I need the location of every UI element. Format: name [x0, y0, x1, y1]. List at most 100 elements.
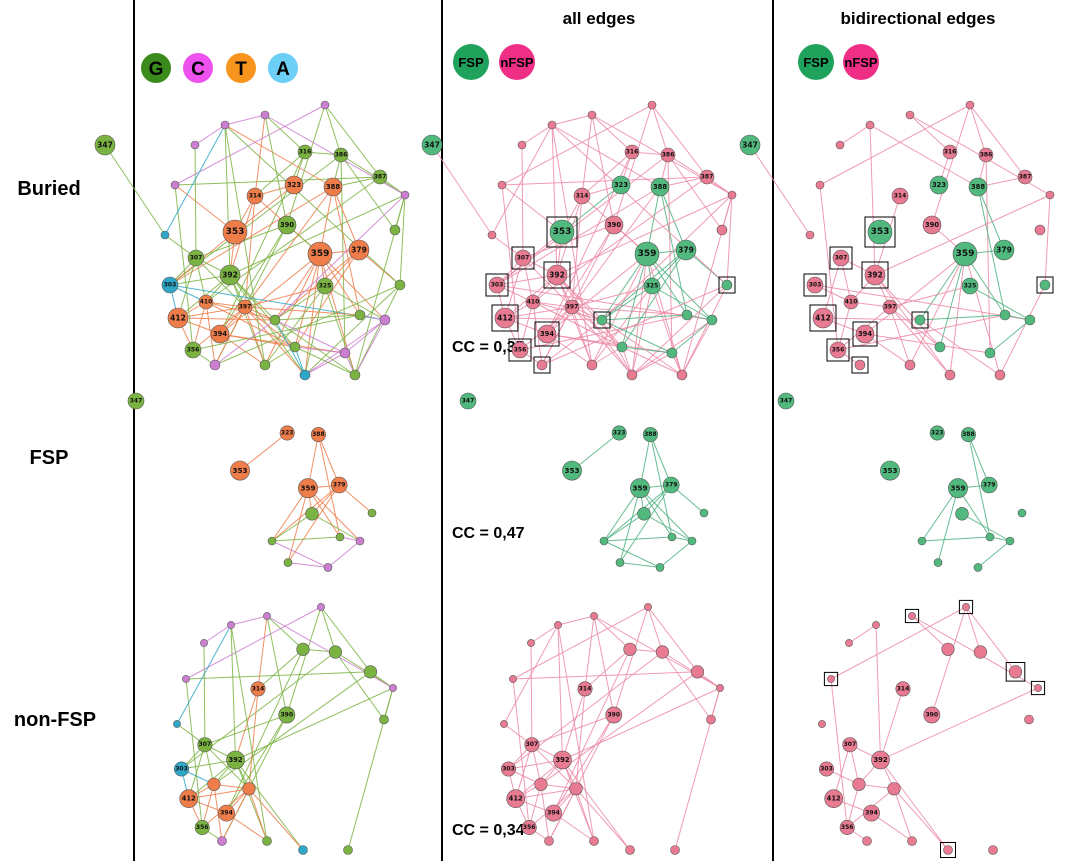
network-edge [104, 144, 166, 236]
network-node [587, 110, 597, 120]
network-node [864, 264, 886, 286]
node-label: 356 [187, 347, 200, 354]
network-node [625, 845, 635, 855]
network-edge [248, 688, 259, 789]
network-edge [294, 249, 360, 348]
network-node [862, 836, 872, 846]
node-label: 379 [983, 482, 996, 489]
network-node [305, 507, 319, 521]
network-edge [327, 540, 361, 568]
network-edge [399, 194, 406, 286]
network-edge [643, 513, 693, 542]
node-label: 359 [311, 249, 330, 259]
network-node [310, 427, 326, 443]
network-edge [541, 284, 728, 366]
network-edge [254, 114, 266, 197]
highlight-box [826, 338, 850, 362]
network-edge [562, 759, 631, 851]
network-edge [571, 306, 593, 366]
network-node [623, 642, 637, 656]
legend-fsp-text: FSP [458, 55, 484, 70]
network-edge [354, 319, 386, 376]
network-node [980, 476, 998, 494]
network-node [1034, 224, 1046, 236]
network-node [554, 621, 562, 629]
legend-nfsp-circle-2 [843, 44, 879, 80]
node-label: 307 [190, 255, 203, 262]
network-node [210, 324, 230, 344]
network-node [297, 144, 313, 160]
network-edge [571, 432, 620, 471]
network-edge [521, 124, 553, 146]
node-label: 390 [925, 221, 939, 229]
row-label-fsp: FSP [30, 447, 69, 469]
network-node [284, 175, 304, 195]
node-label: 394 [547, 810, 560, 817]
network-node [537, 324, 557, 344]
node-label: 323 [613, 430, 626, 437]
network-edge [244, 195, 256, 308]
network-node [829, 341, 847, 359]
network-node [676, 369, 688, 381]
network-edge [548, 788, 577, 842]
network-edge [264, 114, 306, 153]
network-node [527, 639, 535, 647]
network-edge [601, 194, 733, 321]
network-edge [266, 615, 304, 650]
network-node [379, 714, 389, 725]
network-edge [830, 606, 967, 680]
network-node [577, 681, 593, 697]
network-node [948, 478, 968, 499]
network-node [267, 536, 277, 546]
network-node [904, 359, 916, 371]
node-label: 388 [326, 183, 340, 191]
legend-a-text: A [276, 59, 290, 80]
network-edge [869, 124, 876, 276]
network-node [863, 804, 880, 822]
network-edge [651, 104, 708, 178]
network-edge [651, 104, 669, 156]
node-label: 394 [220, 810, 233, 817]
network-node [182, 675, 190, 683]
network-node [973, 645, 988, 659]
node-label: 356 [196, 824, 209, 831]
network-node [624, 144, 640, 160]
network-edge [235, 759, 304, 851]
network-edge [230, 615, 268, 626]
network-node [721, 279, 733, 291]
network-edge [601, 253, 648, 321]
network-node [655, 563, 665, 572]
network-edge [601, 319, 683, 376]
network-node [184, 341, 202, 359]
network-edge [639, 487, 693, 542]
network-node [323, 177, 343, 197]
network-edge [244, 306, 306, 376]
network-node [237, 299, 253, 315]
network-node [637, 507, 651, 521]
network-edge [921, 487, 959, 542]
network-node [200, 639, 208, 647]
network-node [278, 706, 296, 724]
network-edge [571, 186, 661, 308]
network-node [815, 180, 825, 190]
network-node [988, 845, 998, 855]
node-label: 359 [632, 484, 647, 493]
node-label: 397 [239, 304, 252, 311]
highlight-box [1005, 662, 1026, 682]
node-label: 316 [626, 149, 639, 156]
network-edge [274, 285, 326, 321]
network-node [296, 642, 310, 656]
network-node [521, 819, 537, 835]
network-node [994, 369, 1006, 381]
highlight-box [958, 599, 974, 615]
network-edge [229, 274, 276, 321]
network-node [1008, 665, 1023, 679]
network-edge [546, 224, 615, 335]
network-node [818, 761, 834, 777]
network-edge [235, 688, 259, 761]
network-node [487, 230, 497, 240]
network-edge [874, 274, 941, 348]
network-node [973, 563, 983, 572]
node-label: 323 [932, 181, 946, 189]
